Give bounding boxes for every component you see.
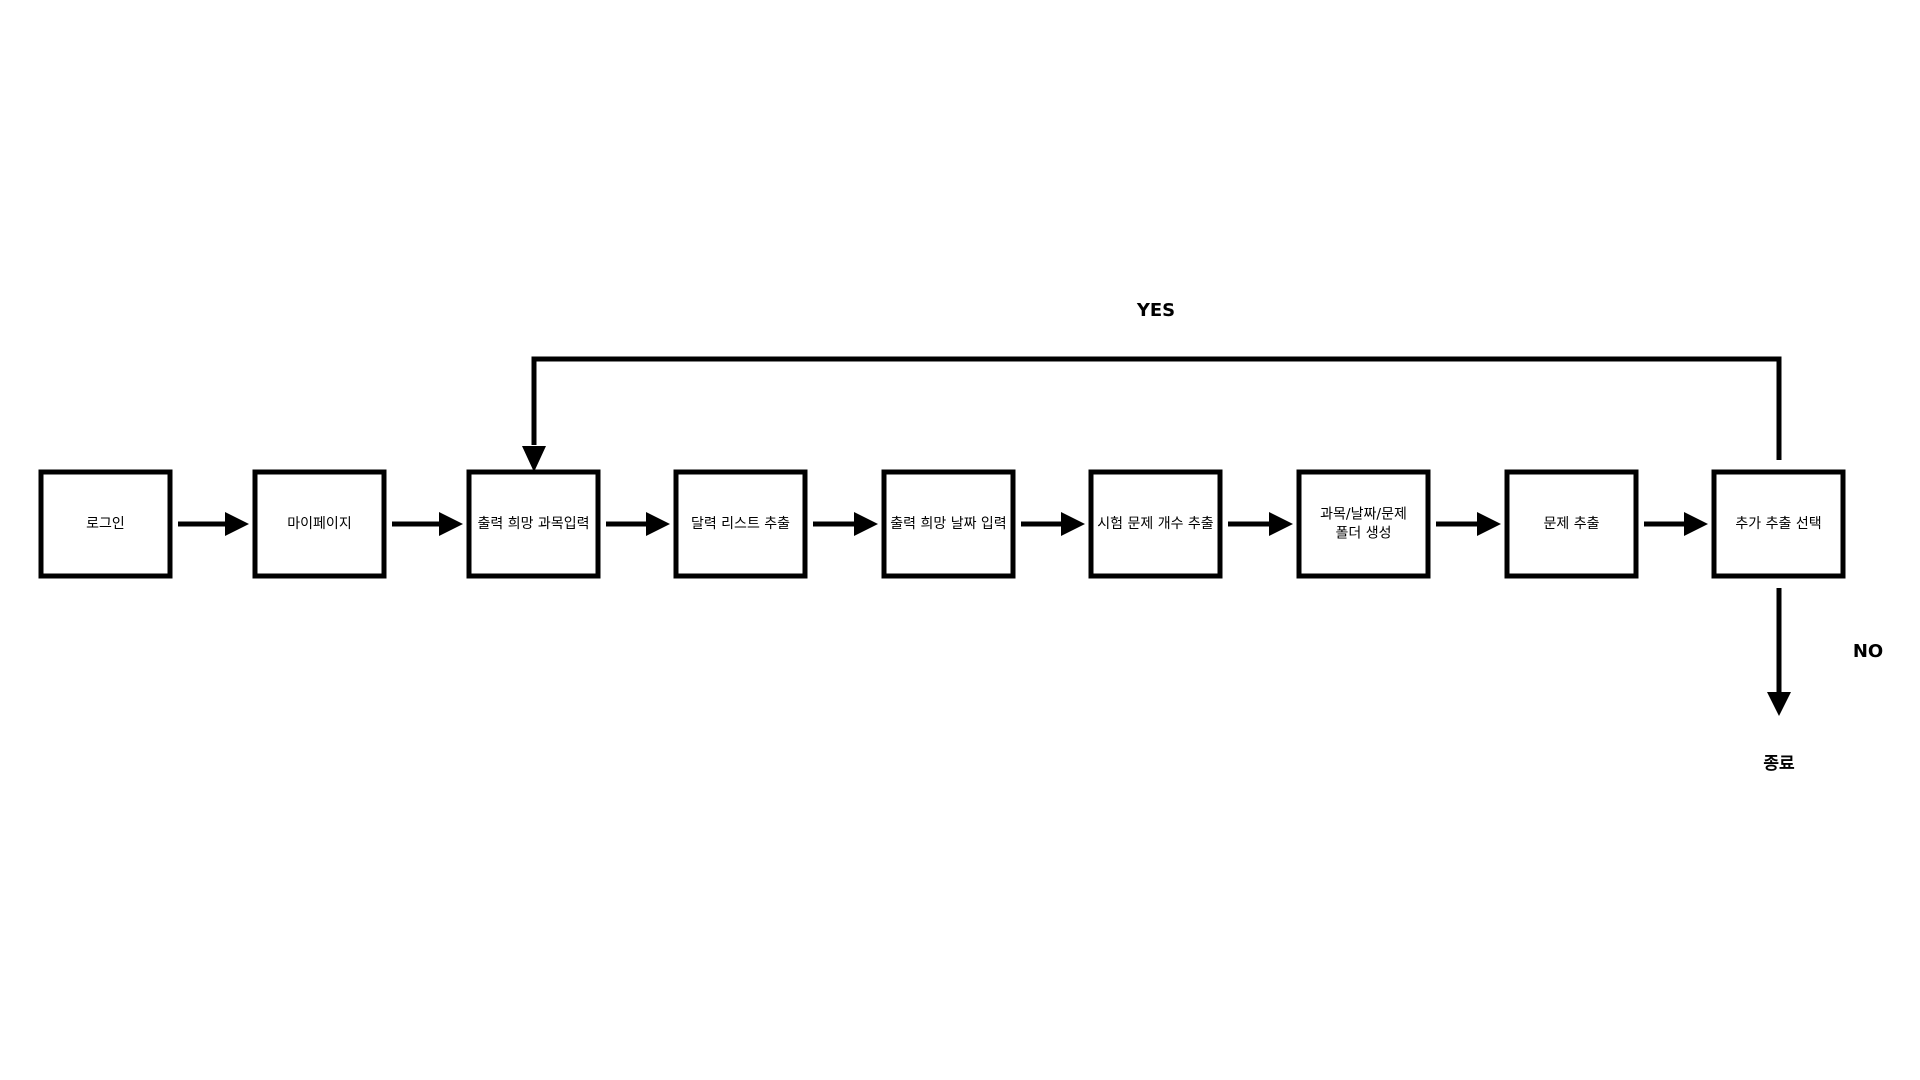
step-box: 로그인 [38,469,173,579]
step-label: 마이페이지 [287,516,351,532]
step-box: 출력 희망 과목입력 [466,469,601,579]
loop-arrowhead [522,446,546,472]
step-box: 추가 추출 선택 [1711,469,1846,579]
no-arrowhead [1767,692,1791,716]
arrowhead [1477,512,1501,536]
step-box-outline [673,469,808,579]
arrowhead [1684,512,1708,536]
step-label: 추가 추출 선택 [1735,516,1821,532]
no-label: NO [1853,641,1883,662]
step-box: 출력 희망 날짜 입력 [881,469,1016,579]
step-label: 달력 리스트 추출 [691,516,790,532]
step-label: 과목/날짜/문제 [1320,507,1407,523]
arrowhead [225,512,249,536]
step-box-outline [252,469,387,579]
step-box: 문제 추출 [1504,469,1639,579]
arrowhead [1269,512,1293,536]
step-label: 시험 문제 개수 추출 [1097,516,1214,532]
step-box: 마이페이지 [252,469,387,579]
step-label: 로그인 [86,516,125,532]
arrowhead [439,512,463,536]
flow-arrow [813,512,878,536]
flow-arrow [178,512,249,536]
step-box-outline [1296,469,1431,579]
flow-arrow [1021,512,1085,536]
arrowhead [1061,512,1085,536]
yes-loop-connector [522,356,1782,472]
step-box: 시험 문제 개수 추출 [1088,469,1223,579]
step-box-outline [1711,469,1846,579]
step-box-outline [881,469,1016,579]
flow-arrow [392,512,463,536]
step-label: 문제 추출 [1544,516,1600,532]
flow-arrow [1436,512,1501,536]
end-label: 종료 [1763,754,1795,774]
no-connector [1767,588,1791,716]
flow-arrow [606,512,670,536]
step-box: 달력 리스트 추출 [673,469,808,579]
flow-arrow [1644,512,1708,536]
step-label: 출력 희망 과목입력 [478,516,590,532]
flow-arrow [1228,512,1293,536]
step-label: 출력 희망 날짜 입력 [890,516,1006,532]
arrowhead [646,512,670,536]
step-box-outline [1088,469,1223,579]
step-box-outline [466,469,601,579]
step-label: 폴더 생성 [1336,526,1392,542]
step-box-outline [38,469,173,579]
yes-label: YES [1136,300,1175,321]
arrowhead [854,512,878,536]
step-box-outline [1504,469,1639,579]
